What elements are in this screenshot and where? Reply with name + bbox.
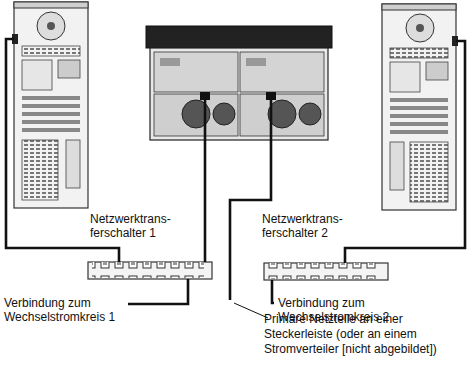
power-strip-1 (88, 262, 212, 279)
power-cables (6, 39, 465, 304)
outlets-1 (92, 262, 204, 278)
note-label: Primäre Netzteile an einer Steckerleiste… (264, 312, 468, 357)
server-left (12, 2, 88, 208)
switch-label: Netzwerktrans- ferschalter 1 (90, 212, 194, 240)
server-right (382, 4, 458, 210)
leader-line (234, 303, 268, 318)
circuit-label: Verbindung zum Wechselstromkreis 1 (4, 296, 126, 324)
outlets-2 (268, 263, 380, 279)
power-strip-2 (264, 263, 388, 280)
switch-label: Netzwerktrans- ferschalter 2 (262, 212, 366, 240)
storage-enclosure (146, 26, 332, 140)
